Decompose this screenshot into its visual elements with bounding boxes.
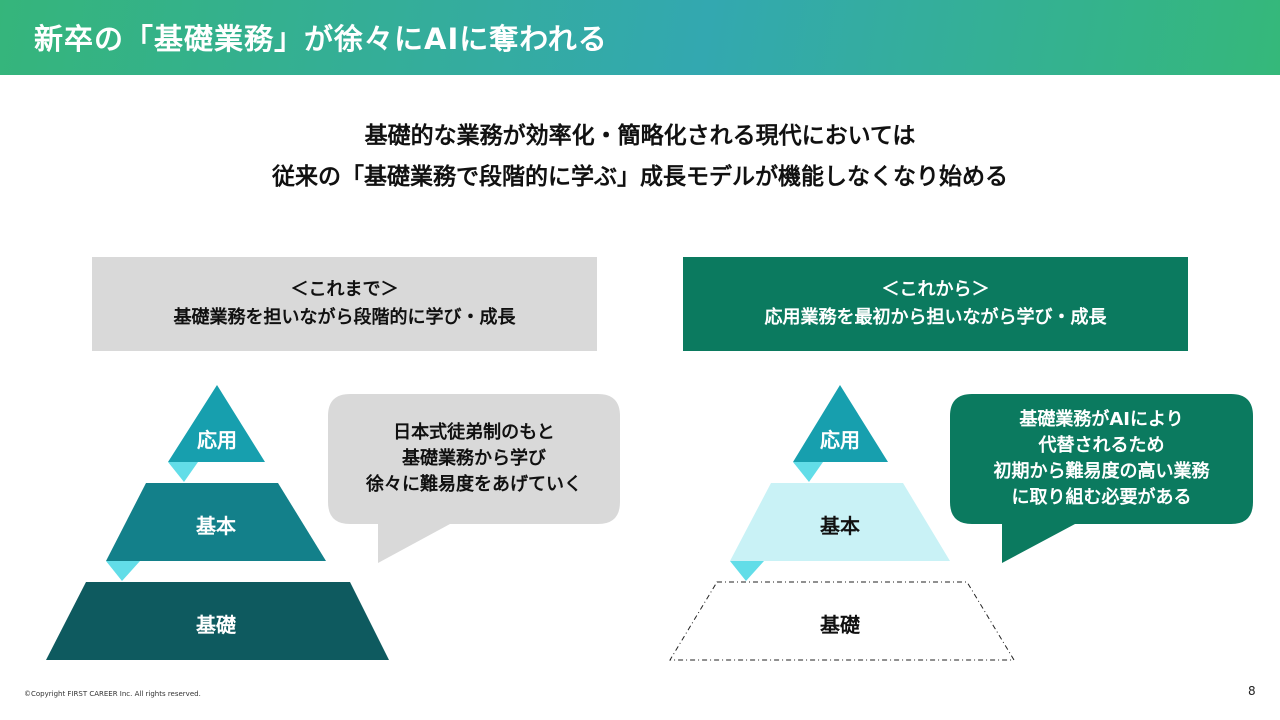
past-label-basic: 基本 [196,514,236,538]
lead-line-1: 基礎的な業務が効率化・簡略化される現代においては [364,123,916,149]
copyright: ©Copyright FIRST CAREER Inc. All rights … [24,690,201,698]
future-header: ＜これから＞ 応用業務を最初から担いながら学び・成長 [683,257,1188,351]
bubble-line: 基礎業務がAIにより [1019,409,1184,430]
connector-arrow [168,462,198,482]
title-bar [0,0,1280,75]
connector-arrow [793,462,823,482]
past-level-mid [106,483,326,561]
past-bubble-text: 日本式徒弟制のもと 基礎業務から学び 徐々に難易度をあげていく [328,394,620,524]
past-level-base [46,582,389,660]
future-label-applied: 応用 [820,428,860,452]
bubble-line: 基礎業務から学び [402,448,546,469]
slide-title: 新卒の「基礎業務」が徐々にAIに奪われる [34,22,608,56]
past-level-top [168,385,265,462]
past-heading: ＜これまで＞ [290,279,399,300]
future-subheading: 応用業務を最初から担いながら学び・成長 [764,307,1107,328]
past-subheading: 基礎業務を担いながら段階的に学び・成長 [173,307,516,328]
page-number: 8 [1248,684,1256,698]
future-bubble-text: 基礎業務がAIにより 代替されるため 初期から難易度の高い業務 に取り組む必要が… [950,394,1253,524]
future-level-mid [730,483,950,561]
connector-arrow [106,561,140,581]
bubble-line: 日本式徒弟制のもと [393,422,555,443]
future-level-top [793,385,888,462]
connector-arrow [730,561,764,581]
future-heading: ＜これから＞ [881,279,990,300]
bubble-line: 代替されるため [1038,435,1165,456]
bubble-line: に取り組む必要がある [1011,487,1192,508]
past-label-foundation: 基礎 [196,613,236,637]
lead-line-2: 従来の「基礎業務で段階的に学ぶ」成長モデルが機能しなくなり始める [272,164,1008,190]
past-header: ＜これまで＞ 基礎業務を担いながら段階的に学び・成長 [92,257,597,351]
future-speech-bubble [950,394,1253,563]
future-label-foundation: 基礎 [820,613,860,637]
past-label-applied: 応用 [197,428,237,452]
bubble-line: 徐々に難易度をあげていく [366,474,582,495]
past-speech-bubble [328,394,620,563]
bubble-line: 初期から難易度の高い業務 [993,461,1210,482]
future-label-basic: 基本 [820,514,860,538]
